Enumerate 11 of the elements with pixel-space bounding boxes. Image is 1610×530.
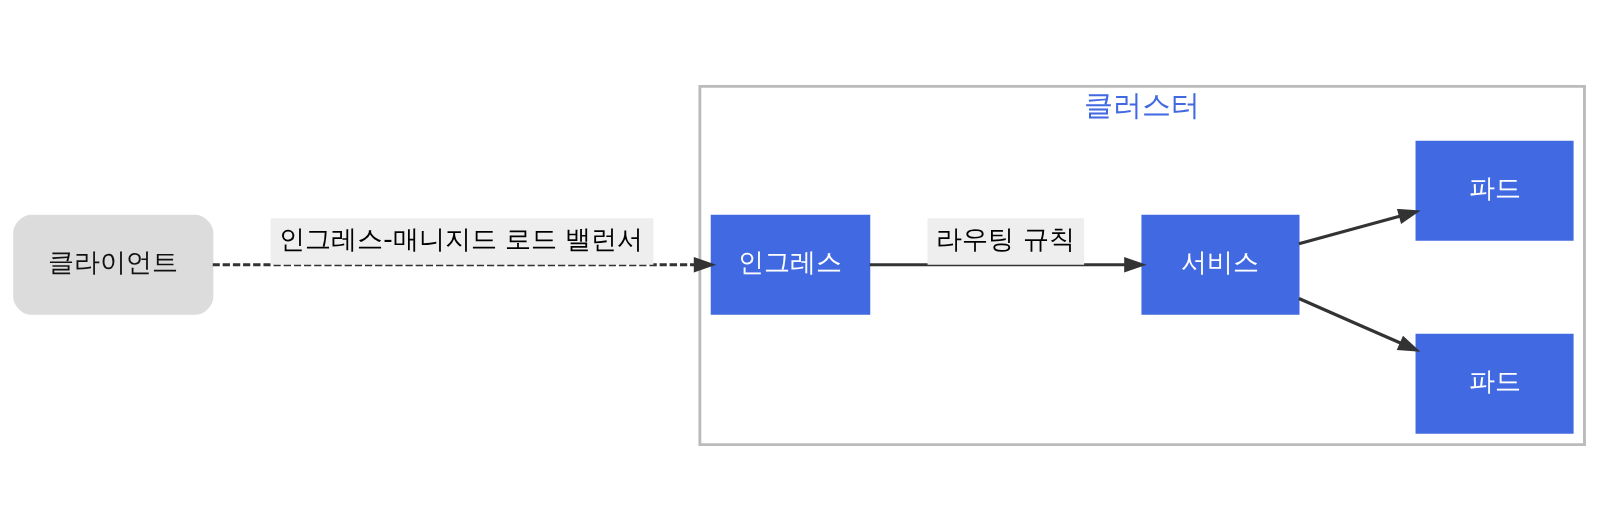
node-box: 클라이언트 bbox=[13, 214, 214, 315]
arrow bbox=[1298, 208, 1421, 245]
node-box: 파드 bbox=[1415, 333, 1574, 434]
node-box: 인그레스 bbox=[710, 214, 871, 315]
node-box: 서비스 bbox=[1141, 214, 1300, 315]
arrow bbox=[869, 256, 1147, 273]
arrow bbox=[1298, 296, 1421, 352]
node-box: 파드 bbox=[1415, 140, 1574, 241]
edge-label: 라우팅 규칙 bbox=[936, 223, 1075, 254]
arrow bbox=[212, 256, 717, 273]
edge-label: 인그레스-매니지드 로드 밸런서 bbox=[279, 223, 644, 254]
